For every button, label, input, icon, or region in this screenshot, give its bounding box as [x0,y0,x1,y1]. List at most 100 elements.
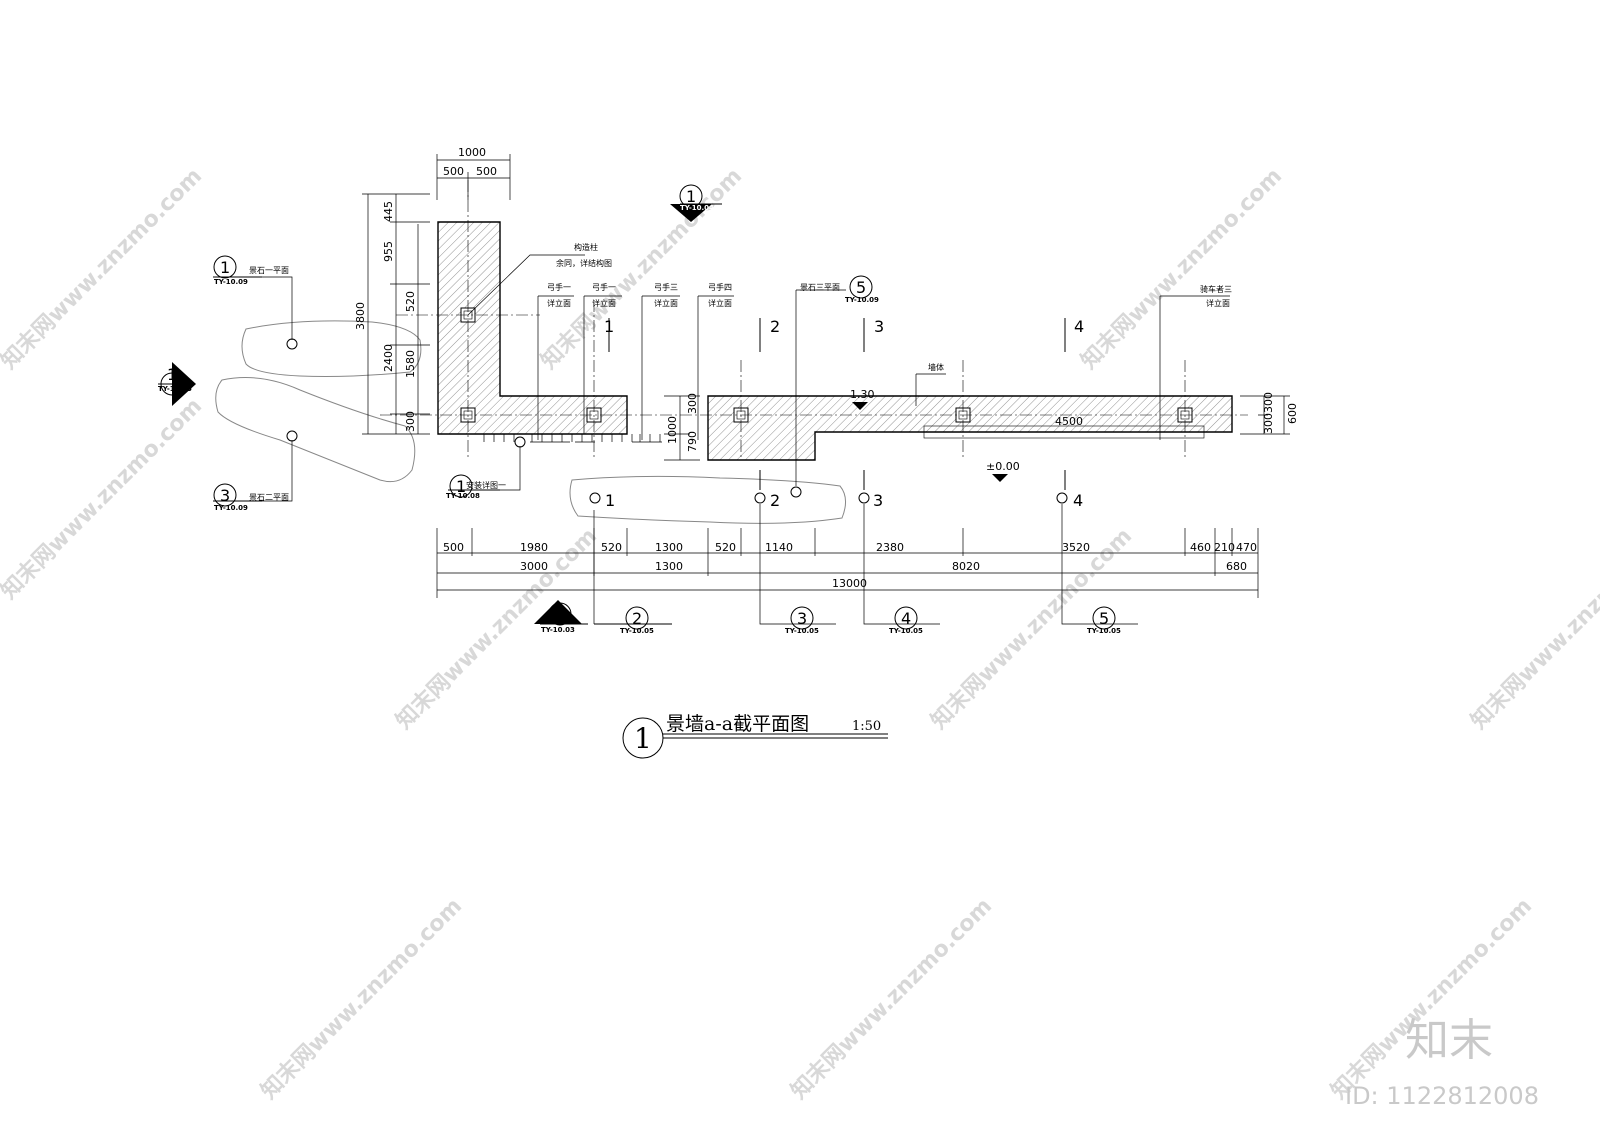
drawing-title: 1 景墙a-a截平面图 1:50 [622,713,888,759]
level-marks: 1.30 ±0.00 [850,388,1020,482]
dim-left-f: 300 [404,411,417,432]
section-mark-label: 3 [873,491,883,510]
brand-logo: 知末 [1405,1015,1493,1066]
dim-bottom-row2-4: 680 [1226,560,1247,573]
callout-bow1-1: 弓手一 [547,282,571,292]
left-dimensions: 3800 445 955 2400 520 1580 300 [354,193,430,435]
dim-right-b: 600 [1286,403,1299,424]
svg-text:1: 1 [167,365,177,384]
callouts: 构造柱 余同，详结构图 弓手一 详立面 弓手一 详立面 弓手三 详立面 弓手四 … [222,242,1232,502]
dim-bottom-7: 2380 [876,541,904,554]
callout-stone3: 景石三平面 [800,283,840,292]
title-number: 1 [634,722,652,755]
dim-left-a: 445 [382,201,395,222]
image-id: ID: 1122812008 [1345,1082,1539,1110]
dim-bottom-row2-1: 3000 [520,560,548,573]
dim-mid-d: 4500 [1055,415,1083,428]
svg-text:TY-10.09: TY-10.09 [845,296,879,304]
dim-bottom-8: 3520 [1062,541,1090,554]
callout-bow4-1: 弓手四 [708,282,732,292]
dim-bottom-11: 470 [1236,541,1257,554]
svg-text:TY-10.05: TY-10.05 [158,385,192,393]
level-top: 1.30 [850,388,875,401]
ref-symbol-b3: 3 TY-10.05 [759,504,836,635]
watermark-text: 知末网www.znzmo.com [1466,523,1600,734]
ref-symbol-stone1: 1 TY-10.09 [213,255,262,286]
dim-bottom-row2-3: 8020 [952,560,980,573]
dim-mid-b: 1000 [666,416,679,444]
dim-top-right: 500 [476,165,497,178]
center-lines [380,180,1248,460]
callout-rider-2: 详立面 [1206,298,1230,308]
callout-stone1: 景石一平面 [249,266,289,275]
dim-mid-a: 300 [686,393,699,414]
callout-bow2-2: 详立面 [592,298,616,308]
ref-symbol-stone2: 3 TY-10.09 [213,483,262,512]
ref-symbol-top: 1 TY-10.04 [670,184,722,222]
svg-text:1: 1 [686,187,696,206]
title-scale: 1:50 [852,719,881,734]
callout-install: 安装详图一 [466,480,506,490]
callout-wall: 墙体 [928,362,944,372]
callout-rider-1: 骑车者三 [1200,284,1232,294]
svg-text:TY-10.09: TY-10.09 [214,504,248,512]
dim-bottom-1: 500 [443,541,464,554]
section-mark-label: 4 [1074,317,1084,336]
section-mark-label: 3 [874,317,884,336]
callout-bow2-1: 弓手一 [592,282,616,292]
svg-text:3: 3 [220,486,230,505]
section-mark-label: 2 [770,491,780,510]
ref-symbol-b4: 4 TY-10.05 [863,504,940,635]
callout-column-1: 构造柱 [574,242,598,252]
svg-text:3: 3 [797,609,807,628]
callout-bow4-2: 详立面 [708,298,732,308]
dim-top-total: 1000 [458,146,486,159]
ref-symbol-b2: 2 TY-10.05 [594,606,672,635]
watermark-text: 知末网www.znzmo.com [536,163,747,374]
svg-text:5: 5 [856,278,866,297]
callout-bow1-2: 详立面 [547,298,571,308]
svg-text:TY-10.05: TY-10.05 [785,627,819,635]
level-ground: ±0.00 [986,460,1020,473]
section-mark-label: 4 [1073,491,1083,510]
dim-bottom-2: 1980 [520,541,548,554]
svg-text:TY-10.05: TY-10.05 [1087,627,1121,635]
watermark-text: 知末网www.znzmo.com [1326,893,1537,1104]
section-mark-label: 2 [770,317,780,336]
dim-mid-c: 790 [686,431,699,452]
svg-text:TY-10.05: TY-10.05 [620,627,654,635]
watermark-text: 知末网www.znzmo.com [256,893,467,1104]
svg-text:TY-10.09: TY-10.09 [214,278,248,286]
dim-bottom-4: 1300 [655,541,683,554]
ref-symbol-install: 1 TY-10.08 [446,474,500,500]
svg-text:TY-10.08: TY-10.08 [446,492,480,500]
section-mark-label: 1 [605,491,615,510]
svg-text:5: 5 [1099,609,1109,628]
svg-text:TY-10.05: TY-10.05 [889,627,923,635]
watermark-text: 知末网www.znzmo.com [0,393,207,604]
callout-column-2: 余同，详结构图 [556,258,612,268]
dim-right-a: 300300 [1262,392,1275,434]
watermark-text: 知末网www.znzmo.com [786,893,997,1104]
dim-bottom-10: 210 [1214,541,1235,554]
dim-bottom-5: 520 [715,541,736,554]
dim-left-c: 2400 [382,344,395,372]
dim-bottom-6: 1140 [765,541,793,554]
dim-left-e: 1580 [404,350,417,378]
dim-left-b: 955 [382,241,395,262]
dim-left-d: 520 [404,291,417,312]
dim-left-total: 3800 [354,302,367,330]
svg-text:1: 1 [220,258,230,277]
title-text: 景墙a-a截平面图 [666,713,809,735]
landscape-stones [215,320,846,524]
svg-text:4: 4 [901,609,911,628]
svg-text:1: 1 [456,477,466,496]
watermark-layer: 知末网www.znzmo.com 知末网www.znzmo.com 知末网www… [0,163,1600,1110]
top-dimensions: 1000 500 500 [436,146,511,200]
middle-dimensions: 300 1000 790 4500 [664,393,1083,461]
section-mark-label: 1 [604,317,614,336]
dim-bottom-total: 13000 [832,577,867,590]
watermark-text: 知末网www.znzmo.com [1076,163,1287,374]
